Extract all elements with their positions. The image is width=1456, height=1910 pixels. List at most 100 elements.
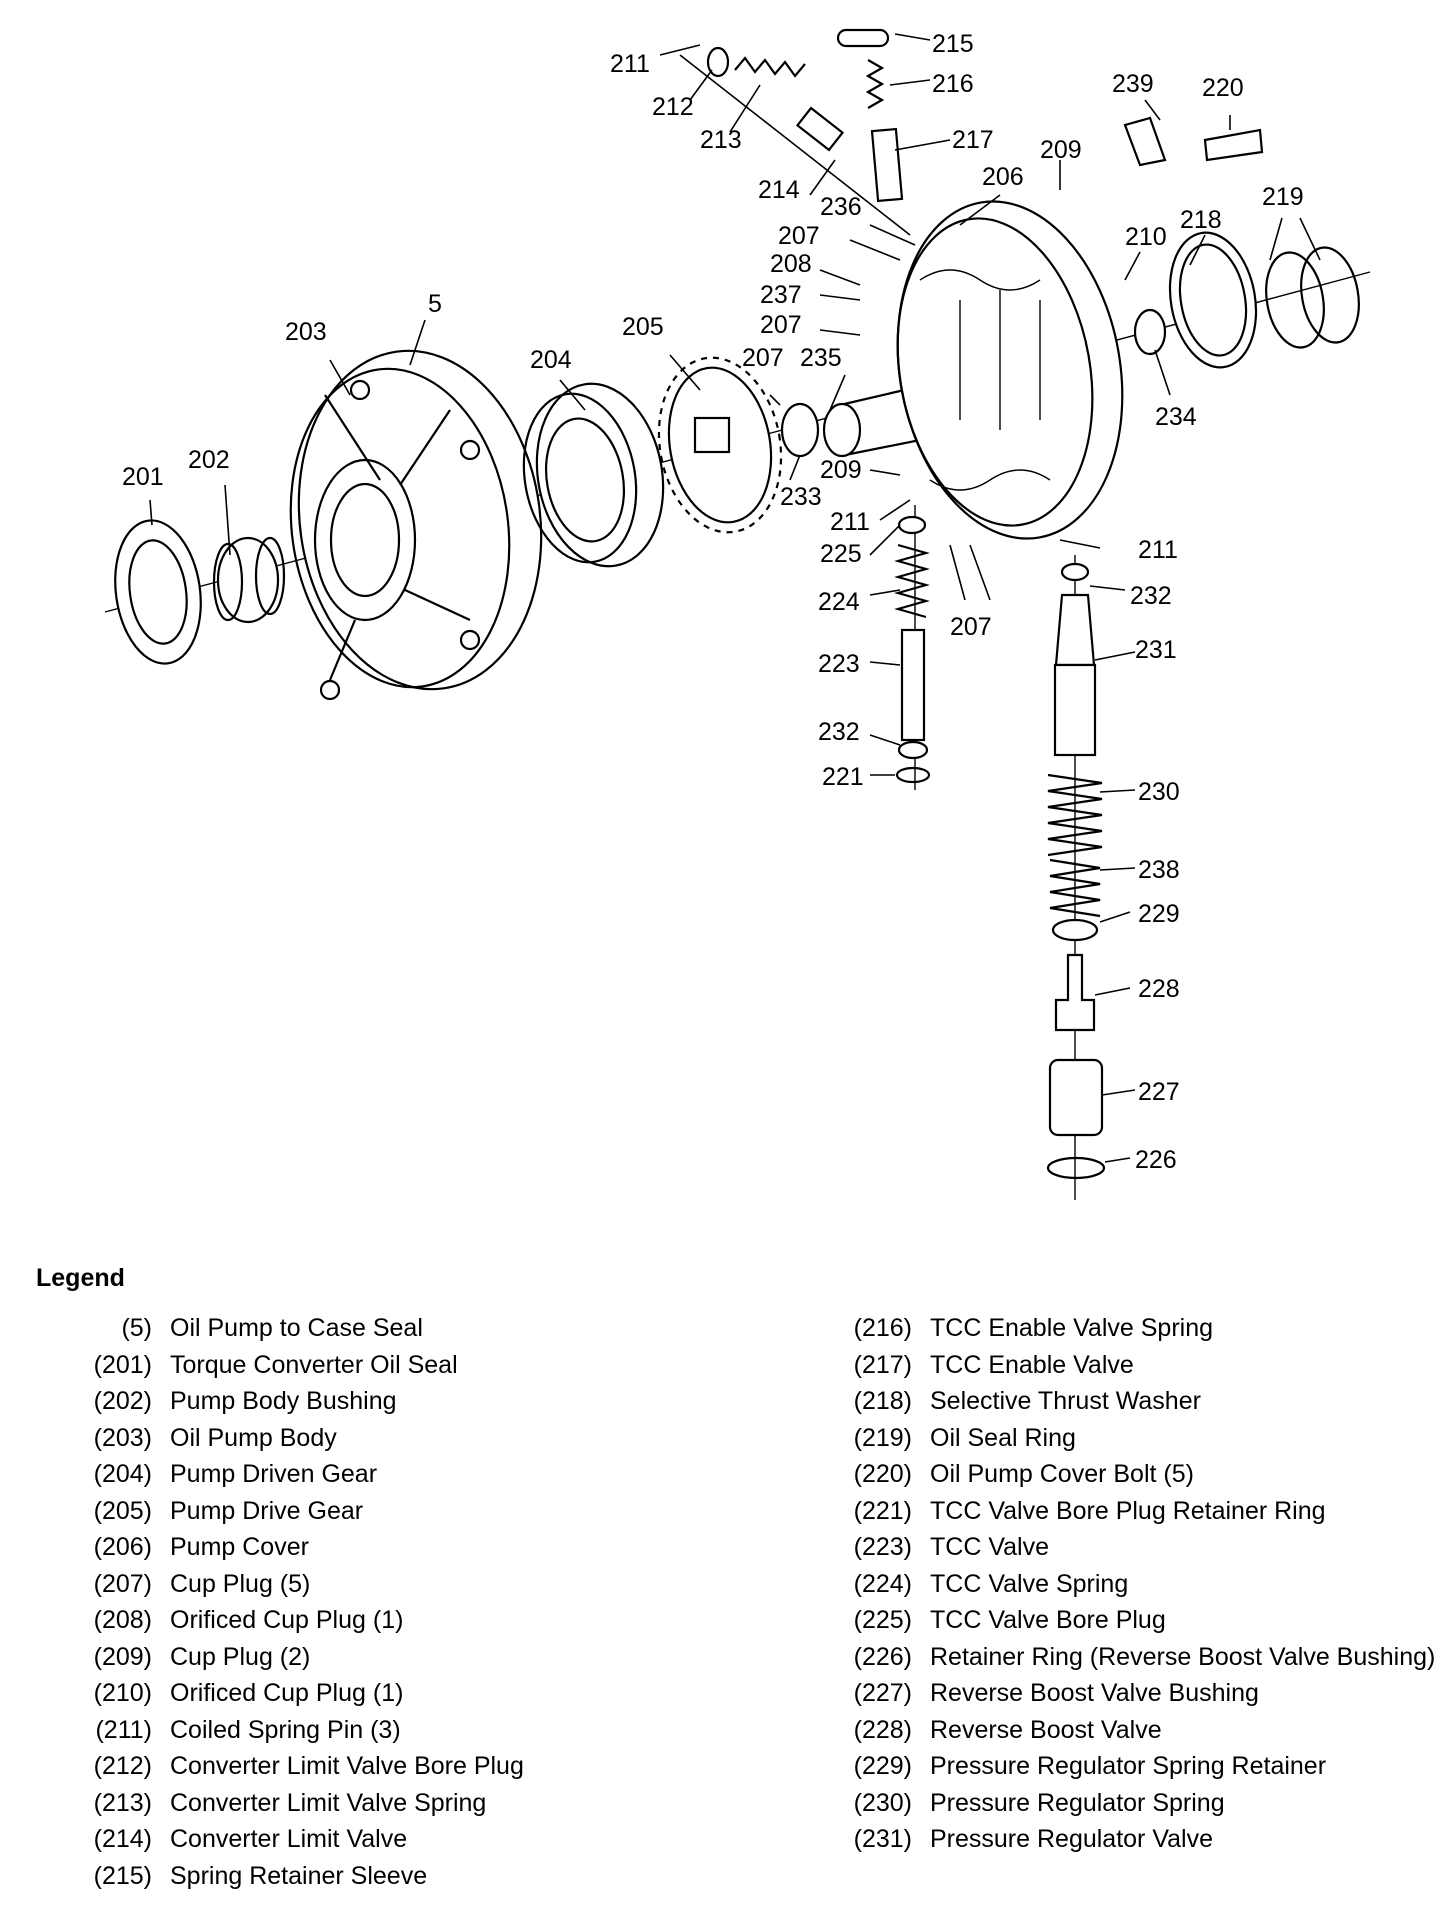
legend-item-description: TCC Valve Spring	[930, 1569, 1129, 1598]
legend-item-number: (212)	[93, 1752, 152, 1780]
callout-205: 205	[622, 313, 664, 341]
legend-item-number: (224)	[853, 1569, 912, 1598]
legend-right-column: (216)TCC Enable Valve Spring(217)TCC Ena…	[820, 1310, 1440, 1858]
legend-item: (219)Oil Seal Ring	[820, 1420, 1440, 1457]
legend-item: (215)Spring Retainer Sleeve	[60, 1858, 780, 1895]
legend-item-description: Converter Limit Valve	[170, 1825, 408, 1853]
legend-item-number: (228)	[853, 1715, 912, 1744]
leader-lines	[149, 33, 1321, 1163]
legend-item-description: Oil Pump Body	[170, 1423, 337, 1452]
legend-item: (223)TCC Valve	[820, 1529, 1440, 1566]
pump-drive-gear	[657, 356, 783, 534]
callout-229: 229	[1138, 900, 1180, 928]
callout-5: 5	[428, 290, 442, 318]
callout-239: 239	[1112, 70, 1154, 98]
legend-item-description: Pump Drive Gear	[170, 1496, 364, 1525]
legend-item-description: Oil Pump Cover Bolt (5)	[930, 1460, 1194, 1488]
oil-seal-rings	[1265, 246, 1360, 349]
legend-item-description: Pump Cover	[170, 1533, 309, 1561]
legend-item: (5) Oil Pump to Case Seal	[60, 1310, 780, 1347]
legend-item-number: (230)	[853, 1788, 912, 1817]
callout-213: 213	[700, 126, 742, 154]
callout-237: 237	[760, 281, 802, 309]
callout-210: 210	[1125, 223, 1167, 251]
legend-item-number: (202)	[93, 1387, 152, 1415]
callout-209b: 209	[820, 456, 862, 484]
callout-223: 223	[818, 650, 860, 678]
legend-item-number: (204)	[93, 1460, 152, 1488]
legend-item-number: (209)	[93, 1642, 152, 1671]
legend-item: (231) Pressure Regulator Valve	[820, 1821, 1440, 1858]
legend-item-description: Oil Pump to Case Seal	[170, 1314, 423, 1342]
callout-207b: 207	[760, 311, 802, 339]
callout-225: 225	[820, 540, 862, 568]
legend-item-description: TCC Valve	[930, 1533, 1050, 1561]
legend-item: (206)Pump Cover	[60, 1529, 780, 1566]
legend-item-description: Pressure Regulator Valve	[930, 1825, 1214, 1853]
legend-item: (202)Pump Body Bushing	[60, 1383, 780, 1420]
legend-item: (214) Converter Limit Valve	[60, 1821, 780, 1858]
legend-item-number: (218)	[853, 1387, 912, 1415]
callout-219: 219	[1262, 183, 1304, 211]
legend-item-number: (214)	[93, 1825, 152, 1853]
legend-title: Legend	[36, 1264, 125, 1292]
legend-item: (205) Pump Drive Gear	[60, 1493, 780, 1530]
callout-232b: 232	[818, 718, 860, 746]
callout-232: 232	[1130, 582, 1172, 610]
converter-limit-valve-stack	[679, 46, 911, 236]
legend-item-number: (215)	[93, 1861, 152, 1890]
callout-236: 236	[820, 193, 862, 221]
callout-218: 218	[1180, 206, 1222, 234]
part-233	[780, 402, 820, 458]
legend-item: (212)Converter Limit Valve Bore Plug	[60, 1748, 780, 1785]
legend-item-number: (207)	[93, 1569, 152, 1598]
callout-228: 228	[1138, 975, 1180, 1003]
legend-item: (226) Retainer Ring (Reverse Boost Valve …	[820, 1639, 1440, 1676]
legend-item-number: (203)	[93, 1423, 152, 1452]
legend-item: (204)Pump Driven Gear	[60, 1456, 780, 1493]
legend-item-description: TCC Valve Bore Plug	[930, 1606, 1166, 1634]
torque-converter-oil-seal	[114, 519, 202, 665]
legend-item-description: Retainer Ring (Reverse Boost Valve Bushi…	[930, 1642, 1436, 1671]
legend-item-description: Oil Seal Ring	[930, 1423, 1076, 1452]
callout-217: 217	[952, 126, 994, 154]
callout-208: 208	[770, 250, 812, 278]
legend-item-number: (220)	[853, 1460, 912, 1488]
callout-215: 215	[932, 30, 974, 58]
legend-item: (230)Pressure Regulator Spring	[820, 1785, 1440, 1822]
callout-203: 203	[285, 318, 327, 346]
part-234	[1133, 308, 1167, 356]
legend-item-description: Reverse Boost Valve Bushing	[930, 1679, 1259, 1707]
legend-item-description: Reverse Boost Valve	[930, 1715, 1162, 1744]
legend-item-number: (201)	[93, 1350, 152, 1379]
callout-221: 221	[822, 763, 864, 791]
callout-214: 214	[758, 176, 800, 204]
oil-pump-body	[289, 349, 543, 701]
legend-item-description: Coiled Spring Pin (3)	[170, 1715, 401, 1744]
callout-212: 212	[652, 93, 694, 121]
legend-item-number: (5)	[121, 1314, 152, 1342]
callout-234: 234	[1155, 403, 1197, 431]
legend-item: (207)Cup Plug (5)	[60, 1566, 780, 1603]
callout-207d: 207	[950, 613, 992, 641]
callout-207: 207	[778, 222, 820, 250]
callout-202: 202	[188, 446, 230, 474]
tcc-enable-valve-stack	[836, 28, 904, 203]
legend-item-description: Orificed Cup Plug (1)	[170, 1679, 404, 1707]
callout-224: 224	[818, 588, 860, 616]
pump-driven-gear	[522, 382, 665, 568]
legend-item-description: TCC Enable Valve Spring	[930, 1314, 1214, 1342]
callout-216: 216	[932, 70, 974, 98]
legend-item-description: TCC Enable Valve	[930, 1350, 1134, 1379]
legend-item-number: (205)	[93, 1496, 152, 1525]
callout-211: 211	[610, 50, 650, 78]
legend-item-number: (208)	[93, 1606, 152, 1634]
legend-item-number: (217)	[853, 1350, 912, 1379]
callout-233: 233	[780, 483, 822, 511]
legend-item-number: (210)	[93, 1679, 152, 1707]
legend-item-number: (211)	[95, 1715, 152, 1744]
legend-item-number: (226)	[853, 1642, 912, 1671]
callout-226: 226	[1135, 1146, 1177, 1174]
legend-item-number: (231)	[853, 1825, 912, 1853]
legend-item: (227)Reverse Boost Valve Bushing	[820, 1675, 1440, 1712]
